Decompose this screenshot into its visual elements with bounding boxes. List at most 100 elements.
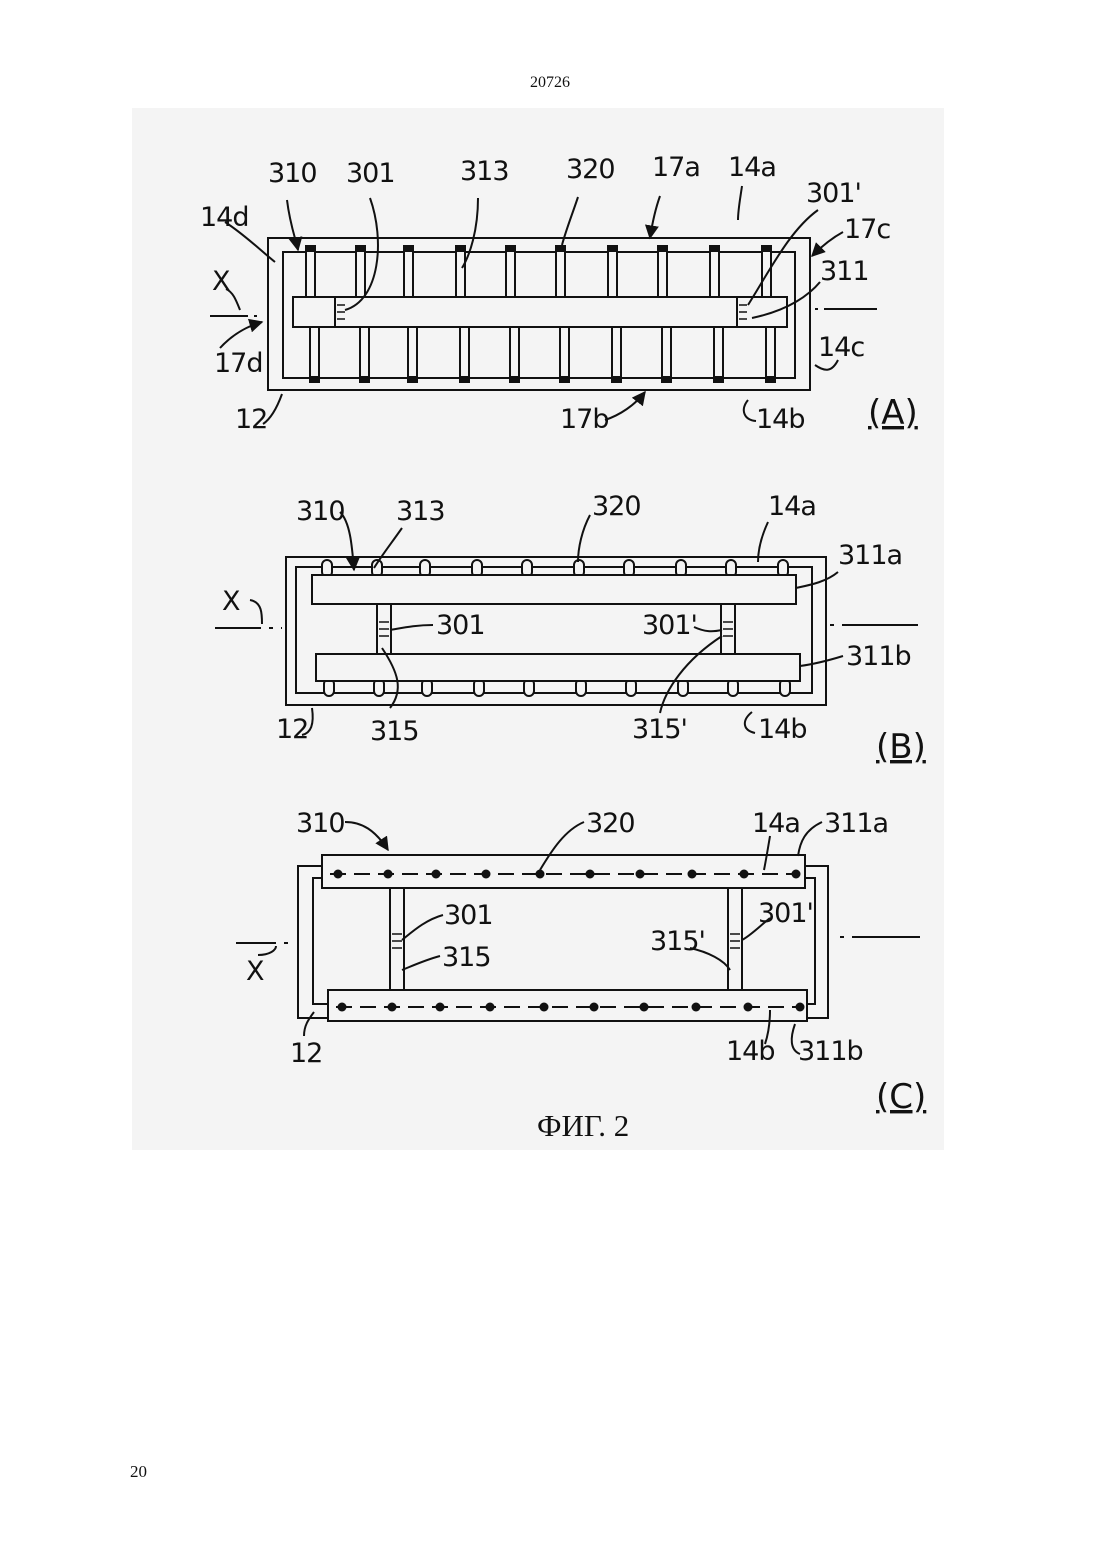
manifold-311a-c: [322, 855, 805, 888]
tube-bottom-a: [360, 327, 369, 382]
label-301-b: 301: [436, 610, 485, 641]
label-301-c: 301: [444, 900, 493, 931]
label-301p-b: 301': [642, 610, 697, 641]
tube-cap-top-a: [556, 246, 565, 252]
hole-bottom-c: [436, 1003, 445, 1012]
label-17a-a: 17a: [652, 152, 700, 183]
tube-top-a: [356, 246, 365, 297]
label-310-c: 310: [296, 808, 345, 839]
label-311a-c: 311a: [824, 808, 888, 839]
tube-bottom-a: [310, 327, 319, 382]
hole-top-c: [586, 870, 595, 879]
tube-cap-bottom-a: [408, 376, 417, 382]
tube-top-a: [608, 246, 617, 297]
label-12-a: 12: [235, 404, 267, 435]
hole-top-c: [384, 870, 393, 879]
tubes-bottom-a: [310, 327, 775, 382]
label-14a-c: 14a: [752, 808, 800, 839]
panel-a: [210, 186, 880, 424]
tube-cap-top-a: [762, 246, 771, 252]
label-313-b: 313: [396, 496, 445, 527]
tube-bottom-a: [560, 327, 569, 382]
label-301p-c: 301': [758, 898, 813, 929]
tube-top-a: [658, 246, 667, 297]
label-301-a: 301: [346, 158, 395, 189]
label-320-a: 320: [566, 154, 615, 185]
tube-bottom-a: [510, 327, 519, 382]
tube-bottom-a: [612, 327, 621, 382]
hole-bottom-c: [796, 1003, 805, 1012]
hole-bottom-c: [338, 1003, 347, 1012]
tube-cap-top-a: [506, 246, 515, 252]
label-14b-a: 14b: [756, 404, 805, 435]
hole-top-c: [792, 870, 801, 879]
hole-top-c: [636, 870, 645, 879]
tube-cap-top-a: [710, 246, 719, 252]
label-315-c: 315: [442, 942, 491, 973]
label-315p-c: 315': [650, 926, 705, 957]
hole-top-c: [432, 870, 441, 879]
label-301p-a: 301': [806, 178, 861, 209]
label-14a-a: 14a: [728, 152, 776, 183]
tube-cap-bottom-a: [560, 376, 569, 382]
label-310-a: 310: [268, 158, 317, 189]
label-315p-b: 315': [632, 714, 687, 745]
tube-top-a: [556, 246, 565, 297]
tube-cap-top-a: [658, 246, 667, 252]
panel-c: [236, 822, 920, 1054]
label-311b-b: 311b: [846, 641, 911, 672]
hole-bottom-c: [540, 1003, 549, 1012]
panel-tag-b: (B): [876, 727, 926, 767]
page-number: 20: [130, 1462, 147, 1482]
label-311-a: 311: [820, 256, 869, 287]
tube-cap-bottom-a: [510, 376, 519, 382]
tube-bottom-a: [714, 327, 723, 382]
tube-cap-bottom-a: [360, 376, 369, 382]
tube-cap-bottom-a: [714, 376, 723, 382]
label-311b-c: 311b: [798, 1036, 863, 1067]
tube-bottom-a: [460, 327, 469, 382]
tube-cap-bottom-a: [662, 376, 671, 382]
figure-caption: ФИГ. 2: [537, 1108, 629, 1143]
label-310-b: 310: [296, 496, 345, 527]
tube-cap-bottom-a: [310, 376, 319, 382]
hole-bottom-c: [692, 1003, 701, 1012]
label-14b-b: 14b: [758, 714, 807, 745]
manifold-311b-c: [328, 990, 807, 1021]
hole-top-c: [536, 870, 545, 879]
label-315-b: 315: [370, 716, 419, 747]
tube-top-a: [506, 246, 515, 297]
label-x-c: X: [246, 956, 264, 987]
panel-b: [215, 512, 918, 735]
label-311a-b: 311a: [838, 540, 902, 571]
tube-top-a: [762, 246, 771, 297]
hole-bottom-c: [388, 1003, 397, 1012]
tube-top-a: [306, 246, 315, 297]
tube-top-a: [710, 246, 719, 297]
label-320-b: 320: [592, 491, 641, 522]
tube-bottom-a: [662, 327, 671, 382]
panel-tag-a: (A): [868, 393, 918, 433]
tube-cap-top-a: [456, 246, 465, 252]
hole-top-c: [688, 870, 697, 879]
label-14b-c: 14b: [726, 1036, 775, 1067]
tube-bottom-a: [766, 327, 775, 382]
label-14d-a: 14d: [200, 202, 249, 233]
hole-top-c: [740, 870, 749, 879]
tube-cap-top-a: [306, 246, 315, 252]
tube-cap-top-a: [608, 246, 617, 252]
hole-bottom-c: [486, 1003, 495, 1012]
tube-top-a: [456, 246, 465, 297]
central-manifold-a: [293, 297, 787, 327]
label-12-c: 12: [290, 1038, 322, 1069]
hole-bottom-c: [590, 1003, 599, 1012]
label-14c-a: 14c: [818, 332, 864, 363]
tube-cap-bottom-a: [612, 376, 621, 382]
label-320-c: 320: [586, 808, 635, 839]
tube-cap-bottom-a: [460, 376, 469, 382]
tube-bottom-a: [408, 327, 417, 382]
label-17b-a: 17b: [560, 404, 609, 435]
tube-cap-top-a: [356, 246, 365, 252]
label-x-b: X: [222, 586, 240, 617]
